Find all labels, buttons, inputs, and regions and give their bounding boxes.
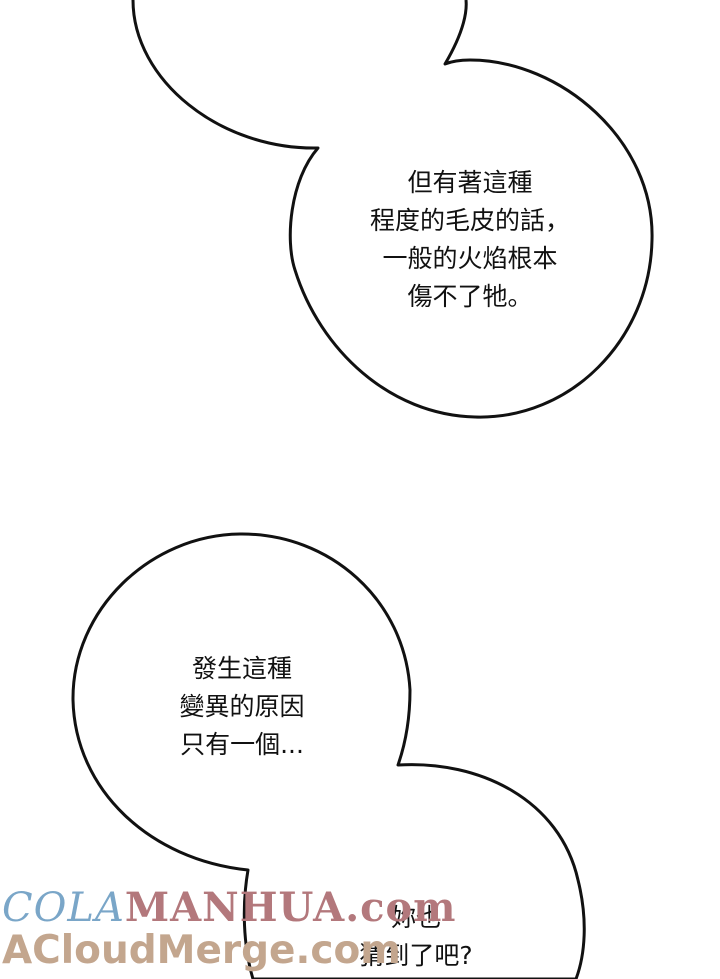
bubble-text-bottom: 妳也 猜到了吧? (336, 899, 496, 975)
text-line: 只有一個... (180, 730, 304, 759)
watermark-cola: COLA (2, 885, 125, 931)
watermark-acloudmerge: ACloudMerge.com (2, 928, 401, 973)
text-line: 但有著這種 (407, 168, 533, 197)
text-line: 變異的原因 (179, 692, 305, 721)
text-line: 程度的毛皮的話， (369, 206, 570, 235)
text-line: 發生這種 (191, 654, 292, 683)
bubble-text-top: 但有著這種 程度的毛皮的話， 一般的火焰根本 傷不了牠。 (340, 164, 600, 316)
text-line: 傷不了牠。 (407, 282, 533, 311)
speech-bubble-bottom (71, 532, 586, 979)
text-line: 妳也 (390, 903, 441, 932)
watermark-manhua: MANHUA.com (124, 884, 457, 931)
watermark-colamanhua: COLAMANHUA.com (2, 884, 457, 931)
text-line: 猜到了吧? (359, 941, 473, 970)
bubble-text-middle: 發生這種 變異的原因 只有一個... (132, 650, 352, 764)
text-line: 一般的火焰根本 (382, 244, 558, 273)
speech-bubble-top (131, 0, 654, 419)
